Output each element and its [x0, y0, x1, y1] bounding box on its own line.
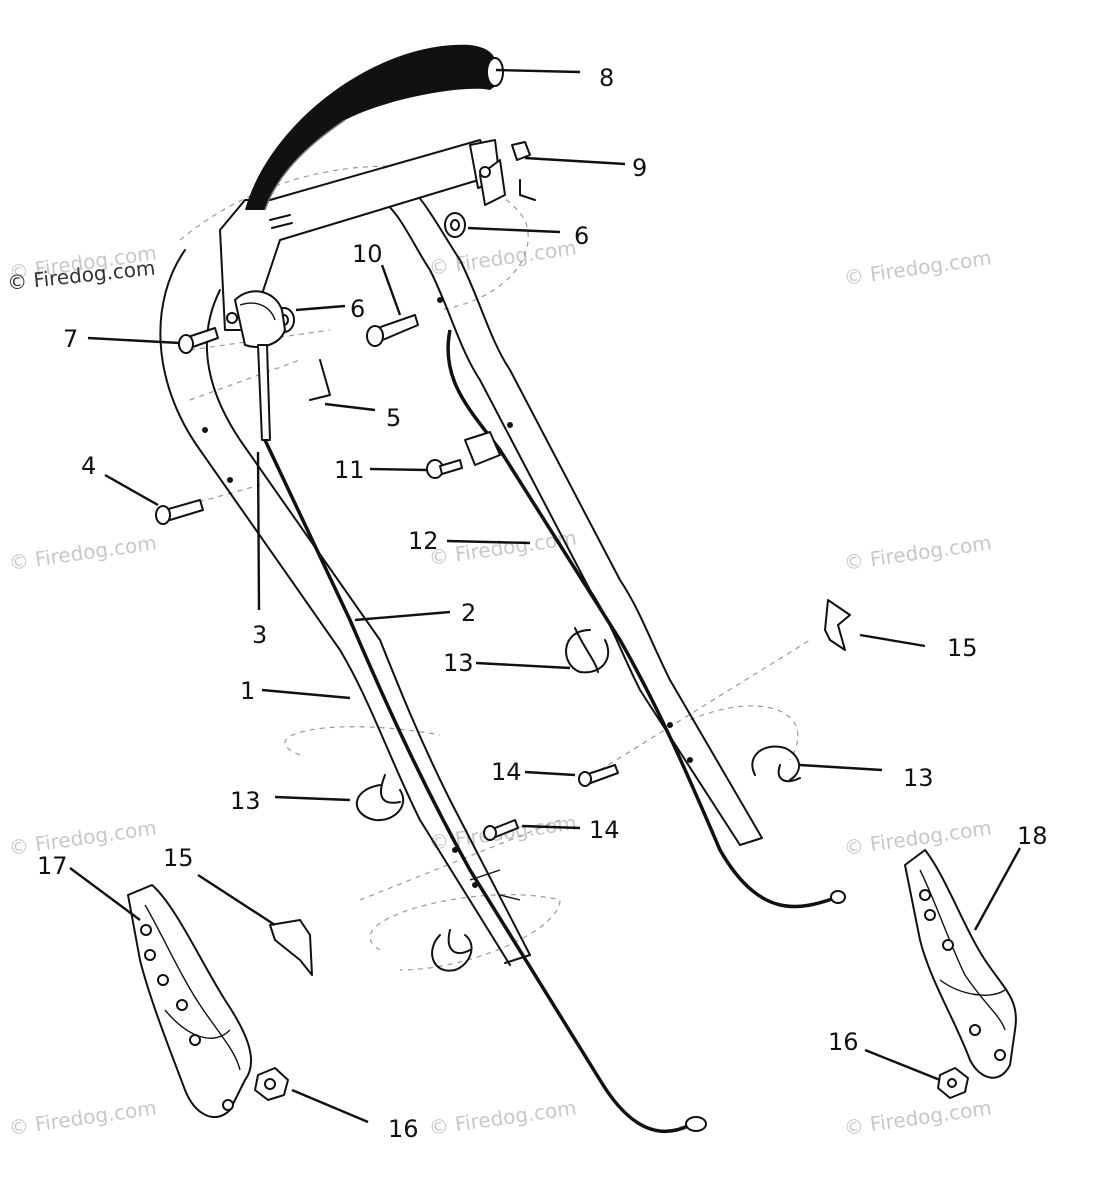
callout-6a: 6 [574, 222, 589, 250]
callout-1: 1 [240, 677, 255, 705]
callout-4: 4 [81, 452, 96, 480]
upper-handle [219, 44, 506, 331]
callout-16b: 16 [828, 1028, 859, 1056]
watermark-text: © Firedog.com [7, 815, 158, 859]
callout-15a: 15 [947, 634, 978, 662]
watermark-text: © Firedog.com [7, 530, 158, 574]
callout-6b: 6 [350, 295, 365, 323]
hardware [155, 141, 851, 976]
watermark-text: © Firedog.com [427, 1095, 578, 1139]
control-cables [263, 329, 846, 1134]
handle-brackets [127, 849, 1017, 1119]
callout-10: 10 [352, 240, 383, 268]
callout-14a: 14 [491, 758, 522, 786]
callout-15b: 15 [163, 844, 194, 872]
callout-5: 5 [386, 404, 401, 432]
callout-12: 12 [408, 527, 439, 555]
watermark-text: © Firedog.com [842, 1095, 993, 1139]
callout-13c: 13 [230, 787, 261, 815]
callout-8: 8 [599, 64, 614, 92]
callout-3: 3 [252, 621, 267, 649]
callout-18: 18 [1017, 822, 1048, 850]
watermark-text: © Firedog.com [842, 245, 993, 289]
watermark-text: © Firedog.com [427, 525, 578, 569]
callout-16a: 16 [388, 1115, 419, 1143]
watermark-text: © Firedog.com [842, 815, 993, 859]
callout-7: 7 [63, 325, 78, 353]
callout-9: 9 [632, 154, 647, 182]
callout-2: 2 [461, 599, 476, 627]
callout-14b: 14 [589, 816, 620, 844]
callout-13b: 13 [903, 764, 934, 792]
assembly-guides [169, 165, 811, 971]
callout-17: 17 [37, 852, 68, 880]
watermark-text: © Firedog.com [842, 530, 993, 574]
callout-13a: 13 [443, 649, 474, 677]
leader-lines [69, 68, 1022, 1124]
callout-11: 11 [334, 456, 365, 484]
watermark-text: © Firedog.com [427, 235, 578, 279]
callout-labels: 8 9 6 10 6 7 5 4 11 12 2 3 15 13 1 14 13… [37, 64, 1048, 1143]
watermark-text: © Firedog.com [7, 1095, 158, 1139]
